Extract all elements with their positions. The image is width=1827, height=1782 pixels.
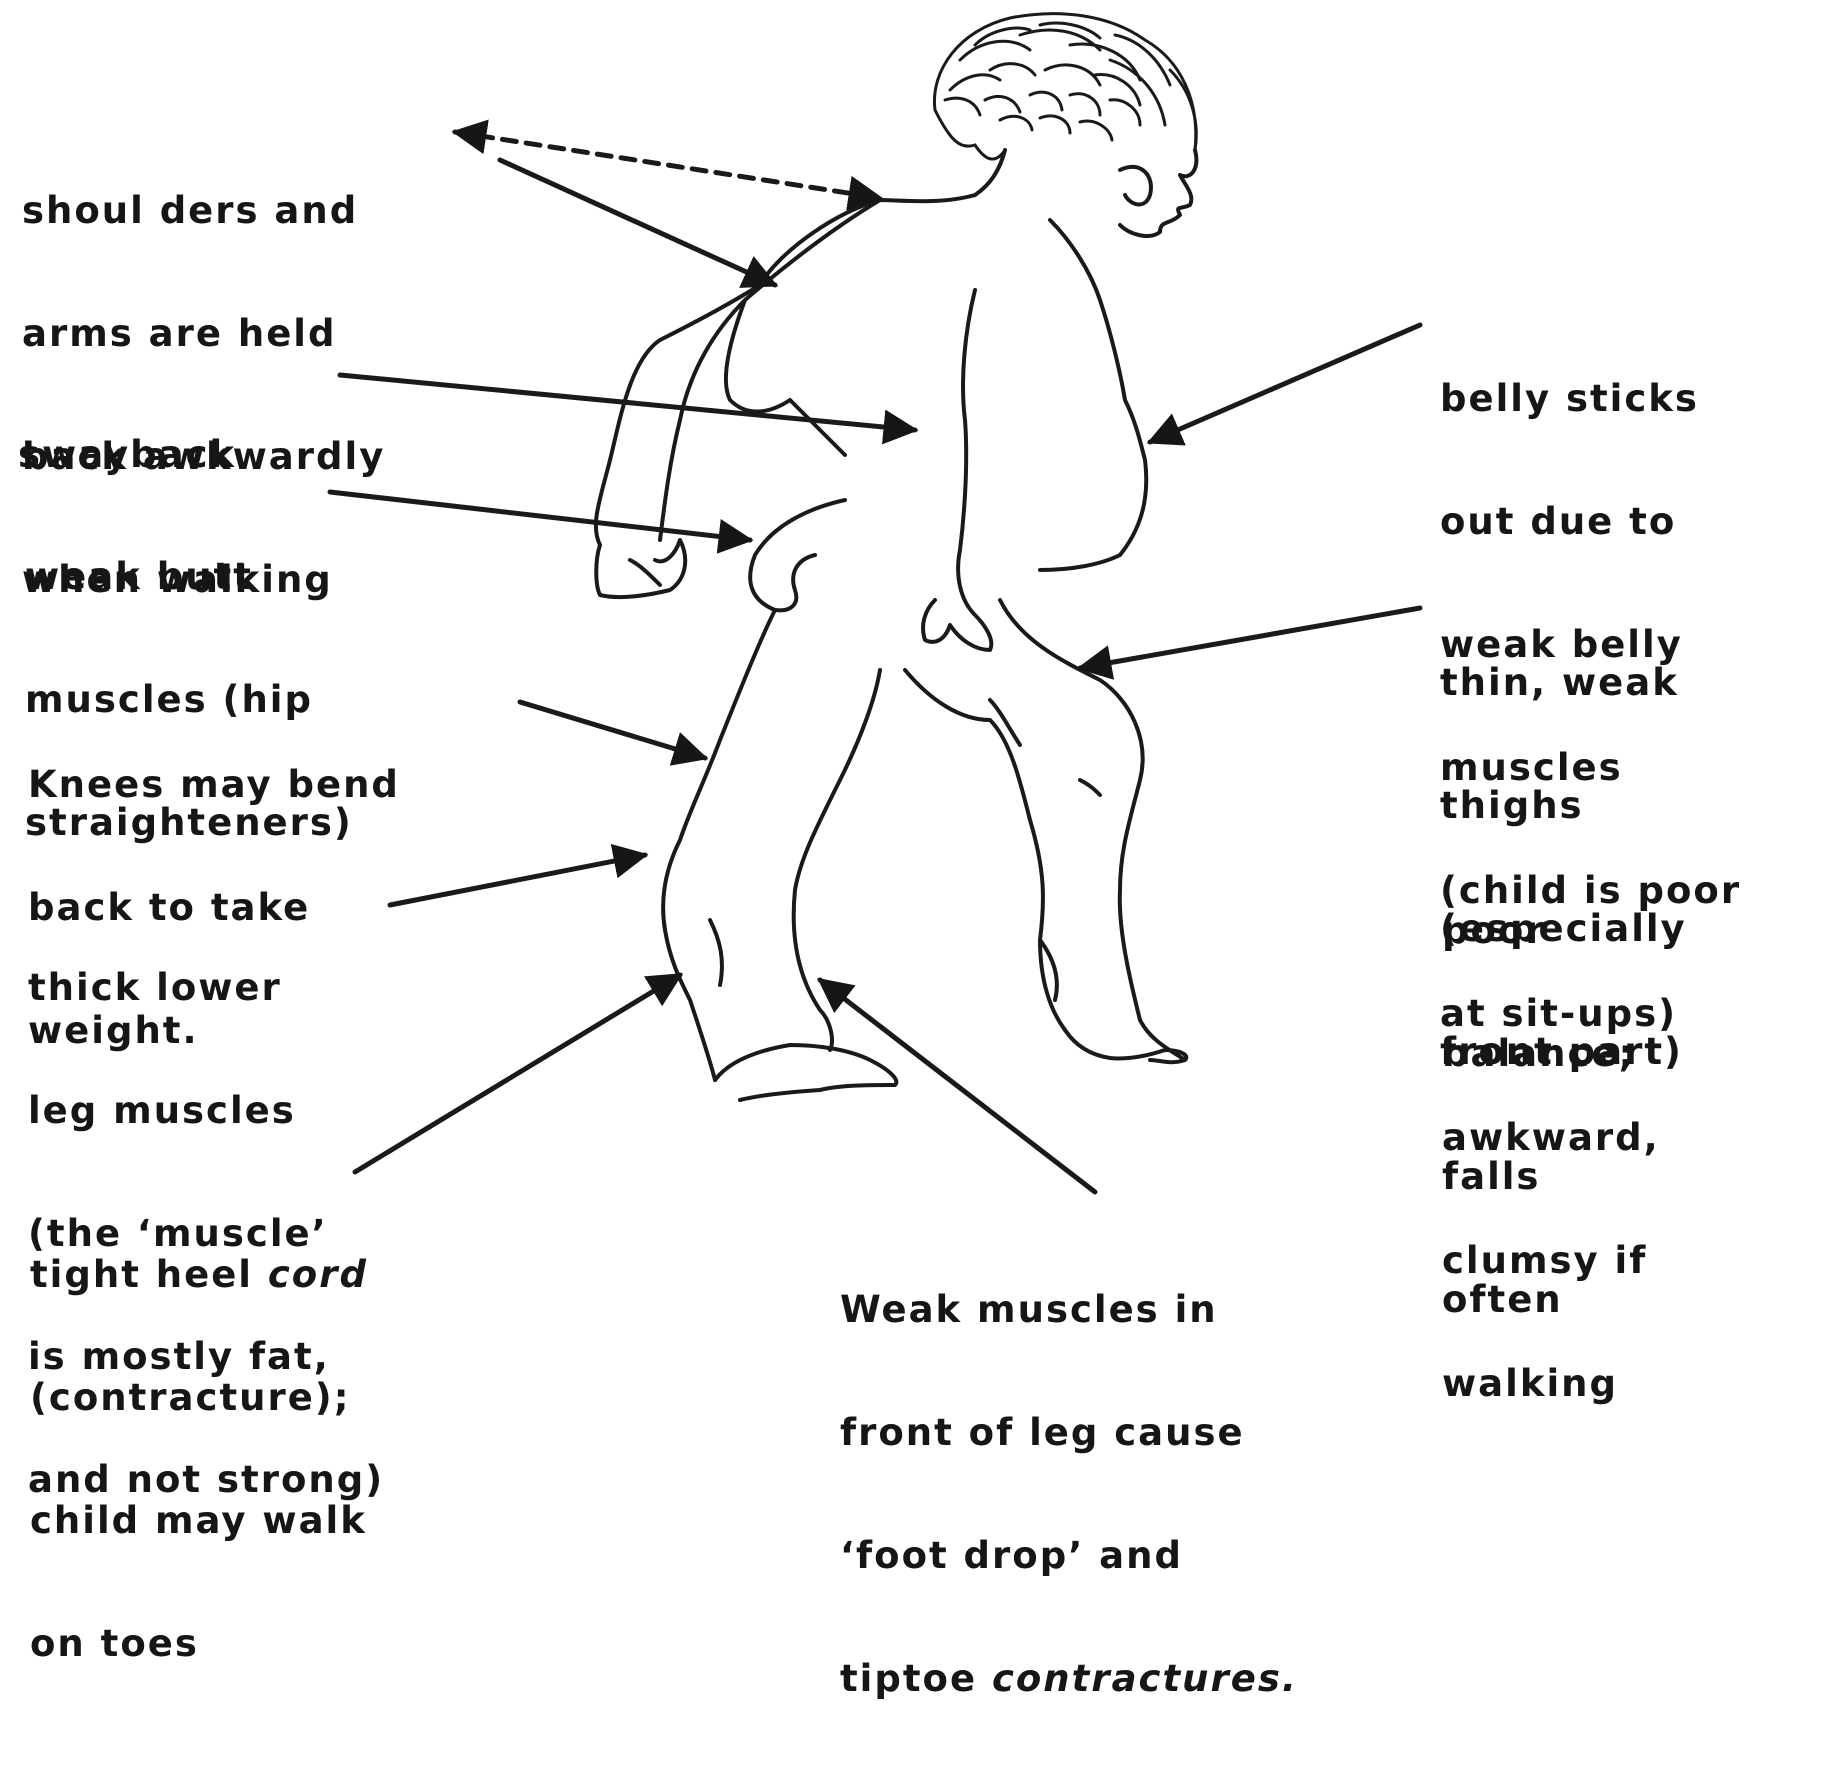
label-line: shoul ders and	[22, 190, 385, 231]
thighs-arrow	[1080, 608, 1420, 668]
shoulders-arrow-1	[455, 132, 880, 198]
label-line: poor	[1442, 910, 1635, 951]
label-line: swayback	[18, 434, 236, 475]
label-line: Knees may bend	[28, 764, 400, 805]
diagram-canvas: shoul ders and arms are held back awkwar…	[0, 0, 1827, 1368]
heel-arrow	[355, 975, 680, 1172]
label-line: thin, weak	[1440, 662, 1687, 703]
label-line: ‘foot drop’ and	[840, 1535, 1298, 1576]
label-line: walking	[1442, 1363, 1660, 1404]
knees-arrow	[520, 702, 705, 758]
label-clumsy: awkward, clumsy if walking	[1442, 1035, 1660, 1486]
label-line: Weak muscles in	[840, 1289, 1298, 1330]
label-line: tiptoe contractures.	[840, 1658, 1298, 1699]
label-line: clumsy if	[1442, 1240, 1660, 1281]
label-line: thick lower	[28, 967, 384, 1008]
label-line: arms are held	[22, 313, 385, 354]
swayback-arrow	[340, 375, 915, 430]
belly-arrow	[1150, 325, 1420, 442]
label-foot-drop: Weak muscles in front of leg cause ‘foot…	[840, 1207, 1298, 1781]
label-line: leg muscles	[28, 1090, 384, 1131]
foot-drop-emphasis: contractures.	[992, 1657, 1298, 1700]
label-line: child may walk	[30, 1500, 368, 1541]
foot-drop-arrow	[820, 980, 1095, 1192]
label-line: front of leg cause	[840, 1412, 1298, 1453]
label-line: weak butt	[25, 556, 353, 597]
label-line: on toes	[30, 1623, 368, 1664]
label-line: out due to	[1440, 501, 1741, 542]
butt-arrow	[330, 492, 750, 540]
foot-drop-prefix: tiptoe	[840, 1657, 992, 1700]
label-line: awkward,	[1442, 1117, 1660, 1158]
label-heel: tight heel cord (contracture); child may…	[30, 1172, 368, 1746]
label-line: belly sticks	[1440, 378, 1741, 419]
label-line: tight heel cord	[30, 1254, 368, 1295]
heel-prefix: tight heel	[30, 1253, 268, 1296]
lower-leg-arrow	[390, 855, 645, 905]
label-line: thighs	[1440, 785, 1687, 826]
heel-emphasis: cord	[268, 1253, 368, 1296]
label-line: (contracture);	[30, 1377, 368, 1418]
shoulders-arrow-2	[500, 160, 775, 285]
